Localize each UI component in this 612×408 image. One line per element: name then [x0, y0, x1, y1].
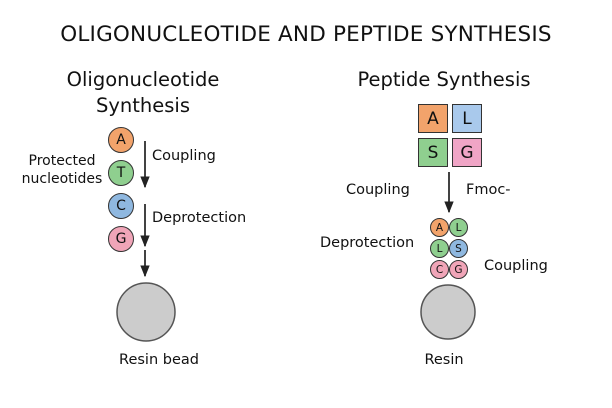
left-coupling-label: Coupling — [152, 148, 216, 164]
chain-residue-l1: L — [449, 218, 468, 237]
right-heading: Peptide Synthesis — [357, 68, 531, 91]
chain-residue-s: S — [449, 239, 468, 258]
chain-residue-g: G — [449, 260, 468, 279]
chain-residue-a: A — [430, 218, 449, 237]
right-coupling-label-right: Coupling — [484, 258, 548, 274]
aa-square-l: L — [452, 104, 482, 133]
diagram-title: OLIGONUCLEOTIDE AND PEPTIDE SYNTHESIS — [60, 22, 552, 47]
chain-residue-c: C — [430, 260, 449, 279]
nucleotide-t: T — [108, 160, 134, 186]
protected-label-line2: nucleotides — [21, 171, 103, 187]
resin-bead-right — [420, 284, 476, 340]
left-deprotection-label: Deprotection — [152, 210, 247, 226]
nucleotide-c: C — [108, 193, 134, 219]
aa-square-a: A — [418, 104, 448, 133]
protected-label-line1: Protected — [28, 153, 96, 169]
nucleotide-a: A — [108, 127, 134, 153]
right-deprotection-label: Deprotection — [320, 235, 415, 251]
nucleotide-g: G — [108, 226, 134, 252]
resin-label: Resin — [424, 352, 464, 368]
left-heading-line1: Oligonucleotide — [66, 68, 220, 91]
resin-bead-left — [116, 282, 176, 342]
left-heading-line2: Synthesis — [95, 94, 190, 117]
right-coupling-label-left: Coupling — [346, 182, 410, 198]
aa-square-g: G — [452, 138, 482, 167]
resin-bead-label: Resin bead — [119, 352, 199, 368]
fmoc-label: Fmoc- — [466, 182, 511, 198]
chain-residue-l2: L — [430, 239, 449, 258]
aa-square-s: S — [418, 138, 448, 167]
